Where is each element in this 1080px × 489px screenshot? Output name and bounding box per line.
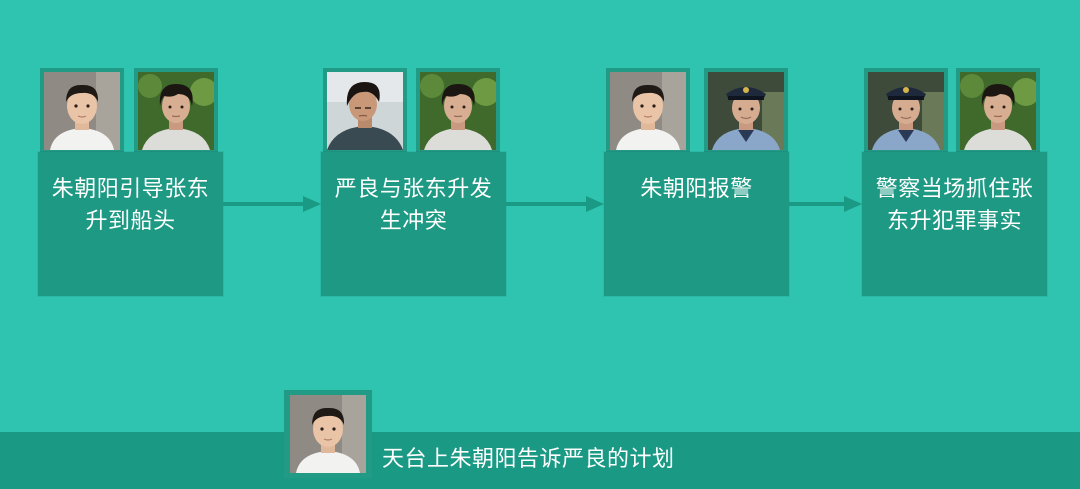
man-portrait-icon (134, 68, 218, 154)
arrow-1 (223, 196, 321, 212)
step-label-2: 严良与张东升发生冲突 (334, 177, 493, 234)
step-card-2: 严良与张东升发生冲突 (321, 152, 506, 296)
footer-label: 天台上朱朝阳告诉严良的计划 (382, 447, 675, 472)
arrow-2 (506, 196, 604, 212)
boy-portrait-icon (40, 68, 124, 154)
man-portrait-icon (416, 68, 500, 154)
step-label-1: 朱朝阳引导张东升到船头 (51, 177, 210, 234)
police-portrait-icon (864, 68, 948, 154)
teen-portrait-icon (323, 68, 407, 154)
footer-bar (0, 432, 1080, 489)
step-card-4: 警察当场抓住张东升犯罪事实 (862, 152, 1047, 296)
boy-portrait-icon (606, 68, 690, 154)
arrow-3 (789, 196, 862, 212)
boy-portrait-icon (284, 390, 372, 478)
man-portrait-icon (956, 68, 1040, 154)
step-label-4: 警察当场抓住张东升犯罪事实 (875, 177, 1034, 234)
step-label-3: 朱朝阳报警 (640, 177, 753, 202)
step-card-1: 朱朝阳引导张东升到船头 (38, 152, 223, 296)
step-card-3: 朱朝阳报警 (604, 152, 789, 296)
police-portrait-icon (704, 68, 788, 154)
